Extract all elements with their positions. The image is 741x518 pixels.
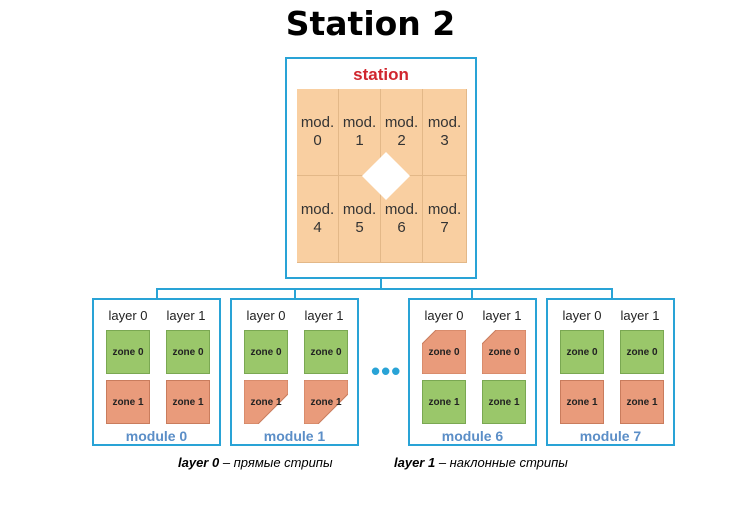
caption-layer-0: layer 0 – прямые стрипы [178, 455, 333, 470]
module-label: module 6 [441, 428, 504, 444]
diagram-title: Station 2 [285, 4, 456, 43]
station-label: station [353, 65, 409, 84]
branch-connector-7 [611, 288, 613, 299]
layer-label: layer 0 [562, 308, 602, 323]
station-module-0: mod.0 [297, 89, 339, 176]
caption-layer-1: layer 1 – наклонные стрипы [394, 455, 568, 470]
zone-box: zone 0 [106, 330, 150, 374]
zone-box: zone 0 [166, 330, 210, 374]
zone-box: zone 0 [482, 330, 526, 374]
station-module-6: mod.6 [381, 176, 423, 263]
zone-box: zone 1 [620, 380, 664, 424]
zone-box: zone 0 [620, 330, 664, 374]
layer-label: layer 1 [482, 308, 522, 323]
horizontal-connector [156, 288, 613, 290]
zone-box: zone 0 [304, 330, 348, 374]
station-module-5: mod.5 [339, 176, 381, 263]
layer-label: layer 0 [246, 308, 286, 323]
module-box-1: layer 0 layer 1 zone 0 zone 0 zone 1 zon… [230, 298, 359, 446]
station-module-7: mod.7 [423, 176, 467, 263]
zone-shape [244, 380, 288, 424]
station-grid: mod.0 mod.1 mod.2 mod.3 mod.4 mod.5 mod.… [297, 89, 467, 263]
zone-box: zone 1 [304, 380, 348, 424]
zone-box: zone 0 [422, 330, 466, 374]
branch-connector-1 [294, 288, 296, 299]
zone-box: zone 0 [560, 330, 604, 374]
zone-box: zone 1 [106, 380, 150, 424]
module-box-0: layer 0 layer 1 zone 0 zone 0 zone 1 zon… [92, 298, 221, 446]
station-module-3: mod.3 [423, 89, 467, 176]
station-box: station mod.0 mod.1 mod.2 mod.3 mod.4 mo… [285, 57, 477, 279]
zone-box: zone 1 [244, 380, 288, 424]
trunk-connector [380, 279, 382, 289]
layer-label: layer 0 [108, 308, 148, 323]
layer-label: layer 1 [166, 308, 206, 323]
station-module-1: mod.1 [339, 89, 381, 176]
zone-shape [304, 380, 348, 424]
zone-box: zone 1 [482, 380, 526, 424]
branch-connector-0 [156, 288, 158, 299]
zone-box: zone 1 [560, 380, 604, 424]
layer-label: layer 1 [620, 308, 660, 323]
layer-label: layer 0 [424, 308, 464, 323]
zone-box: zone 0 [244, 330, 288, 374]
layer-label: layer 1 [304, 308, 344, 323]
branch-connector-6 [471, 288, 473, 299]
module-box-6: layer 0 layer 1 zone 0 zone 0 zone 1 zon… [408, 298, 537, 446]
module-label: module 1 [263, 428, 326, 444]
module-label: module 0 [125, 428, 188, 444]
zone-shape [482, 330, 526, 374]
ellipsis: ••• [371, 356, 402, 386]
zone-box: zone 1 [166, 380, 210, 424]
module-label: module 7 [579, 428, 642, 444]
zone-box: zone 1 [422, 380, 466, 424]
station-module-4: mod.4 [297, 176, 339, 263]
module-box-7: layer 0 layer 1 zone 0 zone 0 zone 1 zon… [546, 298, 675, 446]
zone-shape [422, 330, 466, 374]
